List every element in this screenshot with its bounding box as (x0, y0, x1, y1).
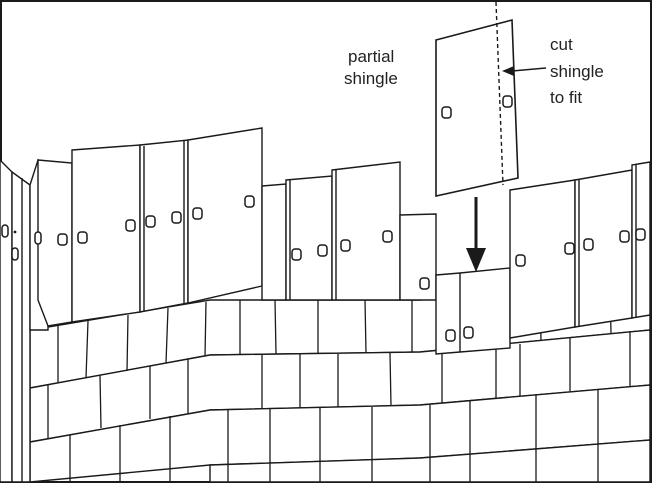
labels: partial shingle cut shingle to fit (344, 35, 604, 107)
shingle (37, 159, 73, 327)
cut-line (495, 1, 504, 186)
shingle (399, 213, 437, 301)
label-cut-line2: shingle (550, 62, 604, 81)
shingle (261, 183, 287, 301)
label-cut-line3: to fit (550, 88, 582, 107)
cut-label-arrow (502, 66, 547, 76)
shingle (285, 175, 333, 301)
label-partial-line2: shingle (344, 69, 398, 88)
installed-shingles-middle (261, 161, 437, 301)
label-cut-line1: cut (550, 35, 573, 54)
corner-nail-dot (13, 230, 17, 234)
partial-shingle (435, 18, 519, 197)
placement-arrow (466, 197, 486, 272)
installed-shingles-left (37, 127, 263, 327)
label-partial-line1: partial (348, 47, 394, 66)
installed-shingles-right (509, 161, 651, 339)
nail-marks (1, 95, 646, 342)
